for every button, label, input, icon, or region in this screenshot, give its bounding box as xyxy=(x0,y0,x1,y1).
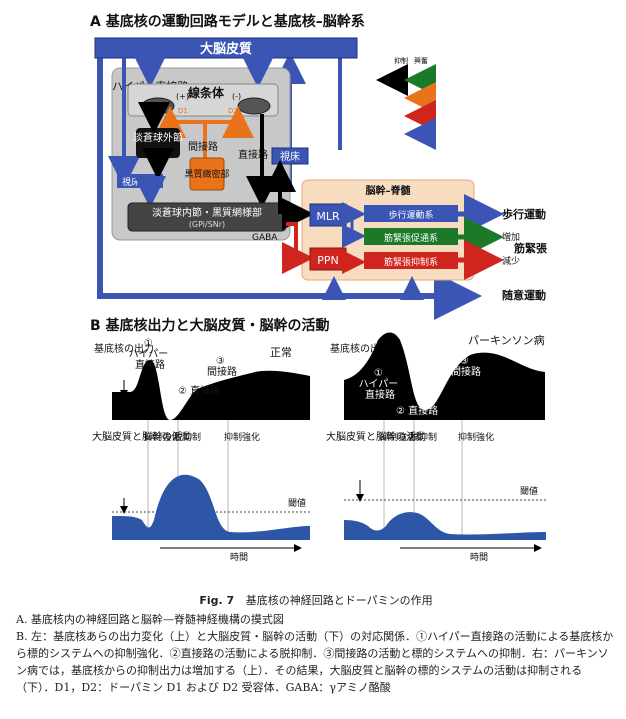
loco-system-box xyxy=(364,205,458,222)
stn-label: 視床下核 xyxy=(122,176,158,188)
disinhibit-label-left: 脱抑制 xyxy=(174,431,201,443)
panel-a-heading: A 基底核の運動回路モデルと基底核–脳幹系 xyxy=(90,13,365,30)
suppress-label-left-2: 抑制強化 xyxy=(224,431,260,443)
snc-box xyxy=(189,157,225,191)
direct-label-left: ② 直接路 xyxy=(178,384,220,397)
caption-fig-number: Fig. 7 xyxy=(199,594,235,607)
caption-line-b: B. 左：基底核あらの出力変化（上）と大脳皮質・脳幹の活動（下）の対応関係．①ハ… xyxy=(16,630,614,694)
legend-excite: 興奮 xyxy=(414,56,428,65)
cortex-label-left: 大脳皮質と脳幹の活動 xyxy=(92,430,192,443)
indirect-label-left: ③ 間接路 xyxy=(207,356,237,378)
normal-label: 正常 xyxy=(270,346,292,359)
out-decrease-label: 減少 xyxy=(502,255,520,267)
suppress-label-right: 抑制強化 xyxy=(380,431,416,443)
out-increase-label: 増加 xyxy=(502,231,520,243)
figure-svg: A 基底核の運動回路モデルと基底核–脳幹系 大脳皮質 ハイパー直接路 線条体 (… xyxy=(90,13,548,563)
parkinson-label: パーキンソン病 xyxy=(468,333,545,347)
dopamine-to-d1 xyxy=(154,106,207,160)
bg-output-label-left: 基底核の出力 xyxy=(94,342,154,355)
tone-facil-box xyxy=(364,228,458,245)
normal-output-curve xyxy=(112,360,310,420)
plus-sign: (+) xyxy=(176,92,189,101)
d2-label: D2 xyxy=(228,107,238,115)
voluntary-path xyxy=(97,50,470,299)
time-label-right: 時間 xyxy=(470,552,488,563)
panel-b-heading: B 基底核出力と大脳皮質・脳幹の活動 xyxy=(90,317,330,334)
d2-neuron xyxy=(237,97,271,115)
parkinson-output-curve xyxy=(344,332,545,420)
snc-label: 黒質緻密部 xyxy=(184,168,229,180)
disinhibit-label-right: 脱抑制 xyxy=(410,431,437,443)
suppress-label-left: 抑制強化 xyxy=(144,431,180,443)
d1-label: D1 xyxy=(178,107,188,115)
thalamus-label: 視床 xyxy=(280,150,300,163)
caption-title: 基底核の神経回路とドーパミンの作用 xyxy=(245,594,433,607)
d1-neuron xyxy=(141,97,175,115)
caption-line-a: A. 基底核内の神経回路と脳幹—脊髄神経機構の摸式図 xyxy=(16,613,284,626)
hyper-label-right: ① ハイパー 直接路 xyxy=(359,368,402,401)
ppn-label: PPN xyxy=(317,254,339,267)
gpe-label: 淡蒼球外節 xyxy=(133,131,183,144)
cortex-box xyxy=(94,37,358,59)
time-label-left: 時間 xyxy=(230,552,248,563)
mlr-label: MLR xyxy=(316,210,340,223)
gpi-to-ppn xyxy=(282,222,314,274)
indirect-label-right: ③ 間接路 xyxy=(451,356,481,378)
caption-title-row: Fig. 7 基底核の神経回路とドーパミンの作用 xyxy=(16,592,616,609)
parkinson-activity-curve xyxy=(344,512,546,540)
out-tone-label: 筋緊張 xyxy=(513,241,548,255)
suppress-label-right-2: 抑制強化 xyxy=(458,431,494,443)
cortex-label-right: 大脳皮質と脳幹の活動 xyxy=(326,430,426,443)
loco-system-label: 歩行運動系 xyxy=(388,209,433,221)
striatum-label: 線条体 xyxy=(188,85,225,100)
normal-activity-curve xyxy=(112,474,310,540)
minus-sign: (-) xyxy=(232,92,241,101)
figure-caption: Fig. 7 基底核の神経回路とドーパミンの作用 A. 基底核内の神経回路と脳幹… xyxy=(16,592,616,696)
indirect-label: 間接路 xyxy=(188,140,218,153)
dopamine-to-d2 xyxy=(205,106,254,138)
tone-inhib-box xyxy=(364,252,458,269)
brainstem-title: 脳幹–脊髄 xyxy=(366,184,412,197)
cortex-label: 大脳皮質 xyxy=(200,41,252,57)
hyper-label-left: ① ハイパー 直接路 xyxy=(129,338,172,371)
threshold-label-right: 閾値 xyxy=(520,485,538,497)
tone-facil-label: 筋緊張促通系 xyxy=(384,232,438,244)
out-voluntary-label: 随意運動 xyxy=(502,288,546,302)
mlr-to-facil xyxy=(342,214,366,248)
tone-inhib-label: 筋緊張抑制系 xyxy=(384,256,438,268)
gpi-label: 淡蒼球内節・黒質網様部 xyxy=(152,206,262,219)
gaba-label: GABA xyxy=(252,233,278,243)
out-walk-label: 歩行運動 xyxy=(502,207,546,221)
gpi-sub-label: (GPi/SNr) xyxy=(189,220,225,229)
legend-inhibit: 抑制 xyxy=(394,56,408,65)
threshold-label-left: 閾値 xyxy=(288,497,306,509)
direct-label-right: ② 直接路 xyxy=(396,404,438,417)
